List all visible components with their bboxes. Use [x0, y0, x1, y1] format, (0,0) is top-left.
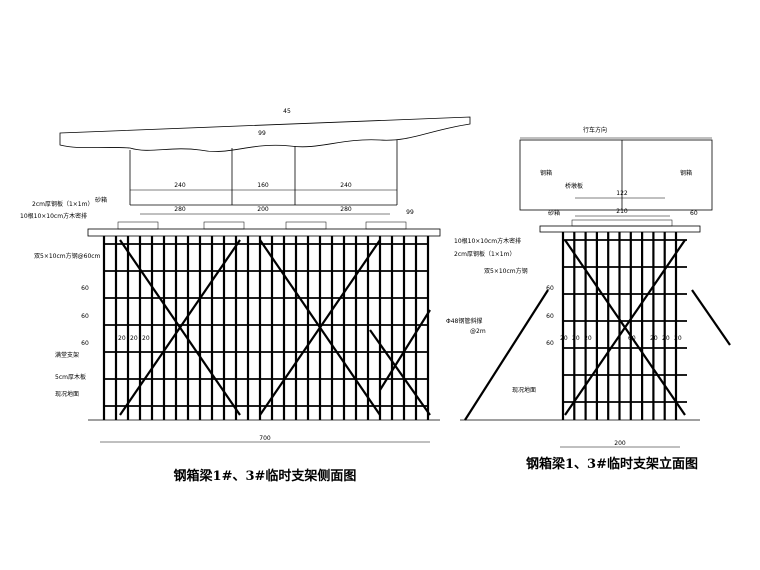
front-label-ground: 现况地面: [512, 386, 536, 394]
side-label-scaffold: 满堂支架: [55, 351, 79, 359]
side-sand-boxes: [117, 221, 407, 230]
front-label-timber: 双5×10cm方钢: [484, 267, 528, 275]
side-scaffold-posts: [102, 236, 430, 420]
front-outrigger-left: [464, 289, 549, 421]
side-brace-3b: [379, 309, 431, 391]
front-right-dim: 60: [690, 210, 698, 217]
side-dim-upper-3: 240: [340, 182, 352, 189]
front-spacing-5: 20: [650, 335, 658, 342]
side-spacing-3: 20: [142, 335, 150, 342]
side-top-dim: 45: [283, 108, 291, 115]
side-deck-dim: 99: [258, 130, 266, 137]
front-label-i-beam: 10根10×10cm方木密排: [454, 237, 521, 245]
front-right-box: 钢箱: [680, 169, 692, 177]
side-brace-2b: [259, 239, 381, 416]
side-label-board: 5cm厚木板: [55, 373, 86, 381]
side-label-timber: 双5×10cm方钢@60cm: [34, 252, 101, 260]
side-spacing-2: 20: [130, 335, 138, 342]
front-dim-mid: 210: [616, 208, 628, 215]
side-vdim-1: 60: [81, 285, 89, 292]
side-cap-beam: [87, 228, 441, 237]
side-brace-3a: [369, 329, 431, 416]
side-spacing-1: 20: [118, 335, 126, 342]
side-label-sand: 砂箱: [95, 196, 107, 204]
front-brace-b: [564, 239, 686, 416]
front-view: 行车方向 钢箱 钢箱 桥墩板 122 210 60 20 20 20 60 20…: [446, 126, 731, 472]
side-brace-1b: [119, 239, 241, 416]
front-label-steel-plate: 2cm厚钢板（1×1m）: [454, 250, 515, 258]
front-dim-top: 122: [616, 190, 628, 197]
sand-box-2: [203, 221, 245, 230]
side-scaffold-ledgers: [104, 243, 428, 407]
front-spacing-7: 20: [674, 335, 682, 342]
sand-box-4: [365, 221, 407, 230]
sand-box-1: [117, 221, 159, 230]
side-dim-lower-3: 280: [340, 206, 352, 213]
side-caption: 钢箱梁1#、3#临时支架侧面图: [174, 468, 357, 484]
front-cross-braces: [464, 239, 731, 421]
front-vdim-1: 60: [546, 285, 554, 292]
front-label-brace-len: @2m: [470, 328, 486, 335]
front-spacing-3: 20: [584, 335, 592, 342]
side-label-i-beam: 10根10×10cm方木密排: [20, 212, 87, 220]
front-vdim-2: 60: [546, 313, 554, 320]
front-caption: 钢箱梁1、3#临时支架立面图: [526, 456, 698, 472]
front-spacing-6: 20: [662, 335, 670, 342]
front-direction: 行车方向: [583, 126, 607, 134]
front-spacing-1: 20: [560, 335, 568, 342]
front-spacing-2: 20: [572, 335, 580, 342]
side-dim-upper-1: 240: [174, 182, 186, 189]
front-total-width: 200: [614, 440, 626, 447]
side-dim-upper-2: 160: [257, 182, 269, 189]
side-dim-lower-2: 200: [257, 206, 269, 213]
front-sand-box: [571, 219, 673, 227]
front-cap-beam: [539, 225, 701, 233]
side-right-dim: 99: [406, 209, 414, 216]
front-cushion: 桥墩板: [565, 182, 583, 190]
front-label-sand: 砂箱: [548, 209, 560, 217]
front-scaffold-posts: [561, 232, 678, 420]
side-label-steel-plate: 2cm厚钢板（1×1m）: [32, 200, 93, 208]
side-view: 240 160 240 280 200 280 45 99 99: [20, 108, 471, 484]
front-vdim-3: 60: [546, 340, 554, 347]
front-outrigger-right: [691, 289, 731, 346]
side-cross-braces: [119, 239, 431, 416]
front-box-girder: [519, 139, 713, 211]
side-dim-lower-1: 280: [174, 206, 186, 213]
side-vdim-3: 60: [81, 340, 89, 347]
sand-box-3: [285, 221, 327, 230]
front-spacing-4: 60: [628, 335, 636, 342]
front-label-brace: Φ48钢管斜撑: [446, 317, 482, 325]
side-total-width: 700: [259, 435, 271, 442]
side-label-ground: 现况地面: [55, 390, 79, 398]
side-deck-slab: [59, 116, 471, 152]
side-vdim-2: 60: [81, 313, 89, 320]
front-left-box: 钢箱: [540, 169, 552, 177]
